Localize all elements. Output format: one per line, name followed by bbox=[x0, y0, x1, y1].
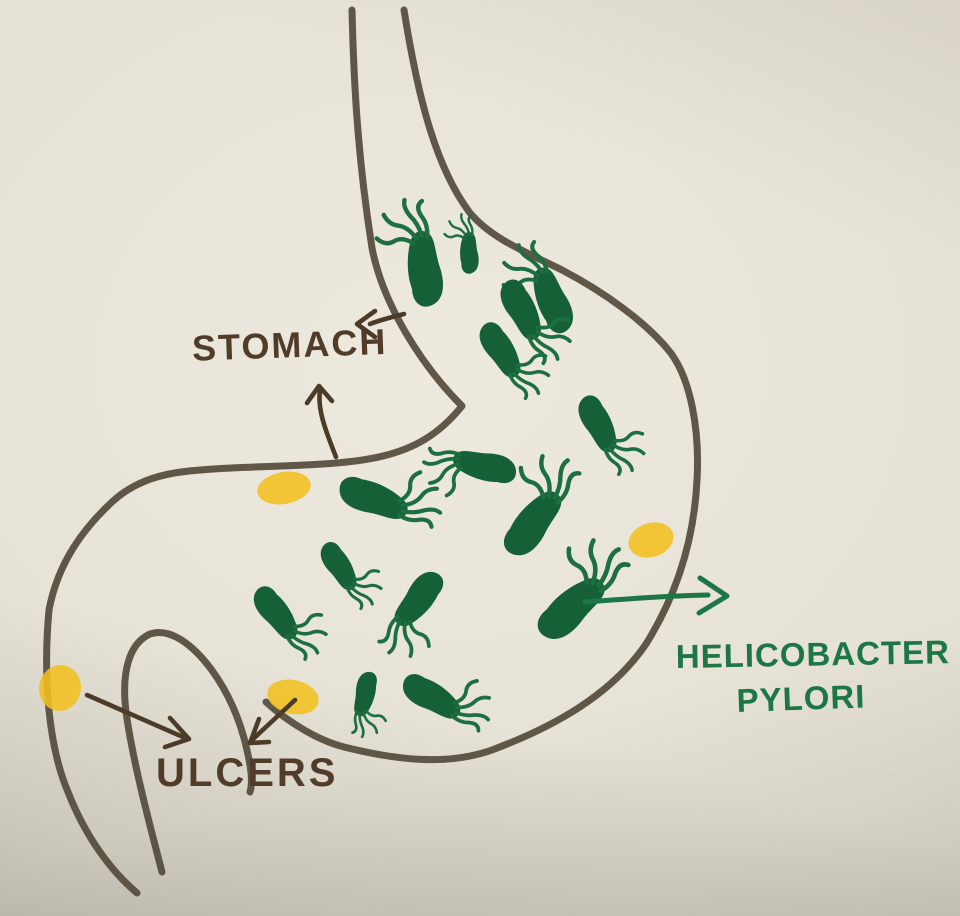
stomach-label-arrow bbox=[354, 308, 407, 340]
ulcer-spot bbox=[257, 471, 311, 505]
h-pylori-bacterium bbox=[570, 379, 658, 482]
labels: STOMACH ULCERS HELICOBACTER PYLORI bbox=[156, 321, 950, 795]
arrow-head bbox=[354, 308, 378, 340]
arrow-head bbox=[304, 383, 335, 406]
esophagus-left-and-greater-curve-wall bbox=[43, 6, 466, 897]
h-pylori-bacterium bbox=[313, 526, 394, 616]
ulcer-spot bbox=[267, 679, 319, 715]
h-pylori-bacterium bbox=[395, 648, 504, 740]
stomach-wall-arrow bbox=[304, 383, 339, 460]
stomach-label: STOMACH bbox=[191, 321, 388, 369]
h-pylori-bacterium bbox=[370, 563, 468, 671]
helicobacter-arrow bbox=[582, 575, 730, 616]
ulcers-arrow-right bbox=[247, 697, 298, 746]
arrow-head bbox=[696, 575, 730, 616]
arrow-shaft bbox=[317, 388, 339, 460]
duodenum-loop bbox=[121, 629, 255, 876]
arrow-shaft bbox=[367, 311, 407, 327]
arrow-head bbox=[162, 715, 192, 750]
helicobacter-label-line1: HELICOBACTER bbox=[675, 633, 950, 675]
stomach-outline bbox=[43, 6, 701, 897]
arrow-head bbox=[247, 716, 272, 746]
annotation-arrows bbox=[84, 308, 730, 750]
arrow-shaft bbox=[249, 697, 298, 743]
ulcers-label: ULCERS bbox=[156, 751, 338, 795]
ulcer-spots bbox=[38, 471, 674, 715]
h-pylori-bacterium bbox=[417, 440, 521, 509]
arrow-shaft bbox=[582, 592, 711, 605]
ulcer-spot bbox=[38, 665, 82, 711]
h-pylori-bacterium bbox=[245, 566, 341, 667]
h-pylori-bacterium bbox=[346, 668, 395, 742]
ulcer-spot bbox=[628, 522, 674, 558]
ulcers-arrow-left bbox=[84, 692, 192, 750]
esophagus-right-and-stomach-body-wall bbox=[262, 6, 701, 764]
h-pylori-bacterium bbox=[371, 196, 447, 313]
helicobacter-label-line2: PYLORI bbox=[736, 678, 866, 719]
arrow-shaft bbox=[84, 692, 186, 740]
